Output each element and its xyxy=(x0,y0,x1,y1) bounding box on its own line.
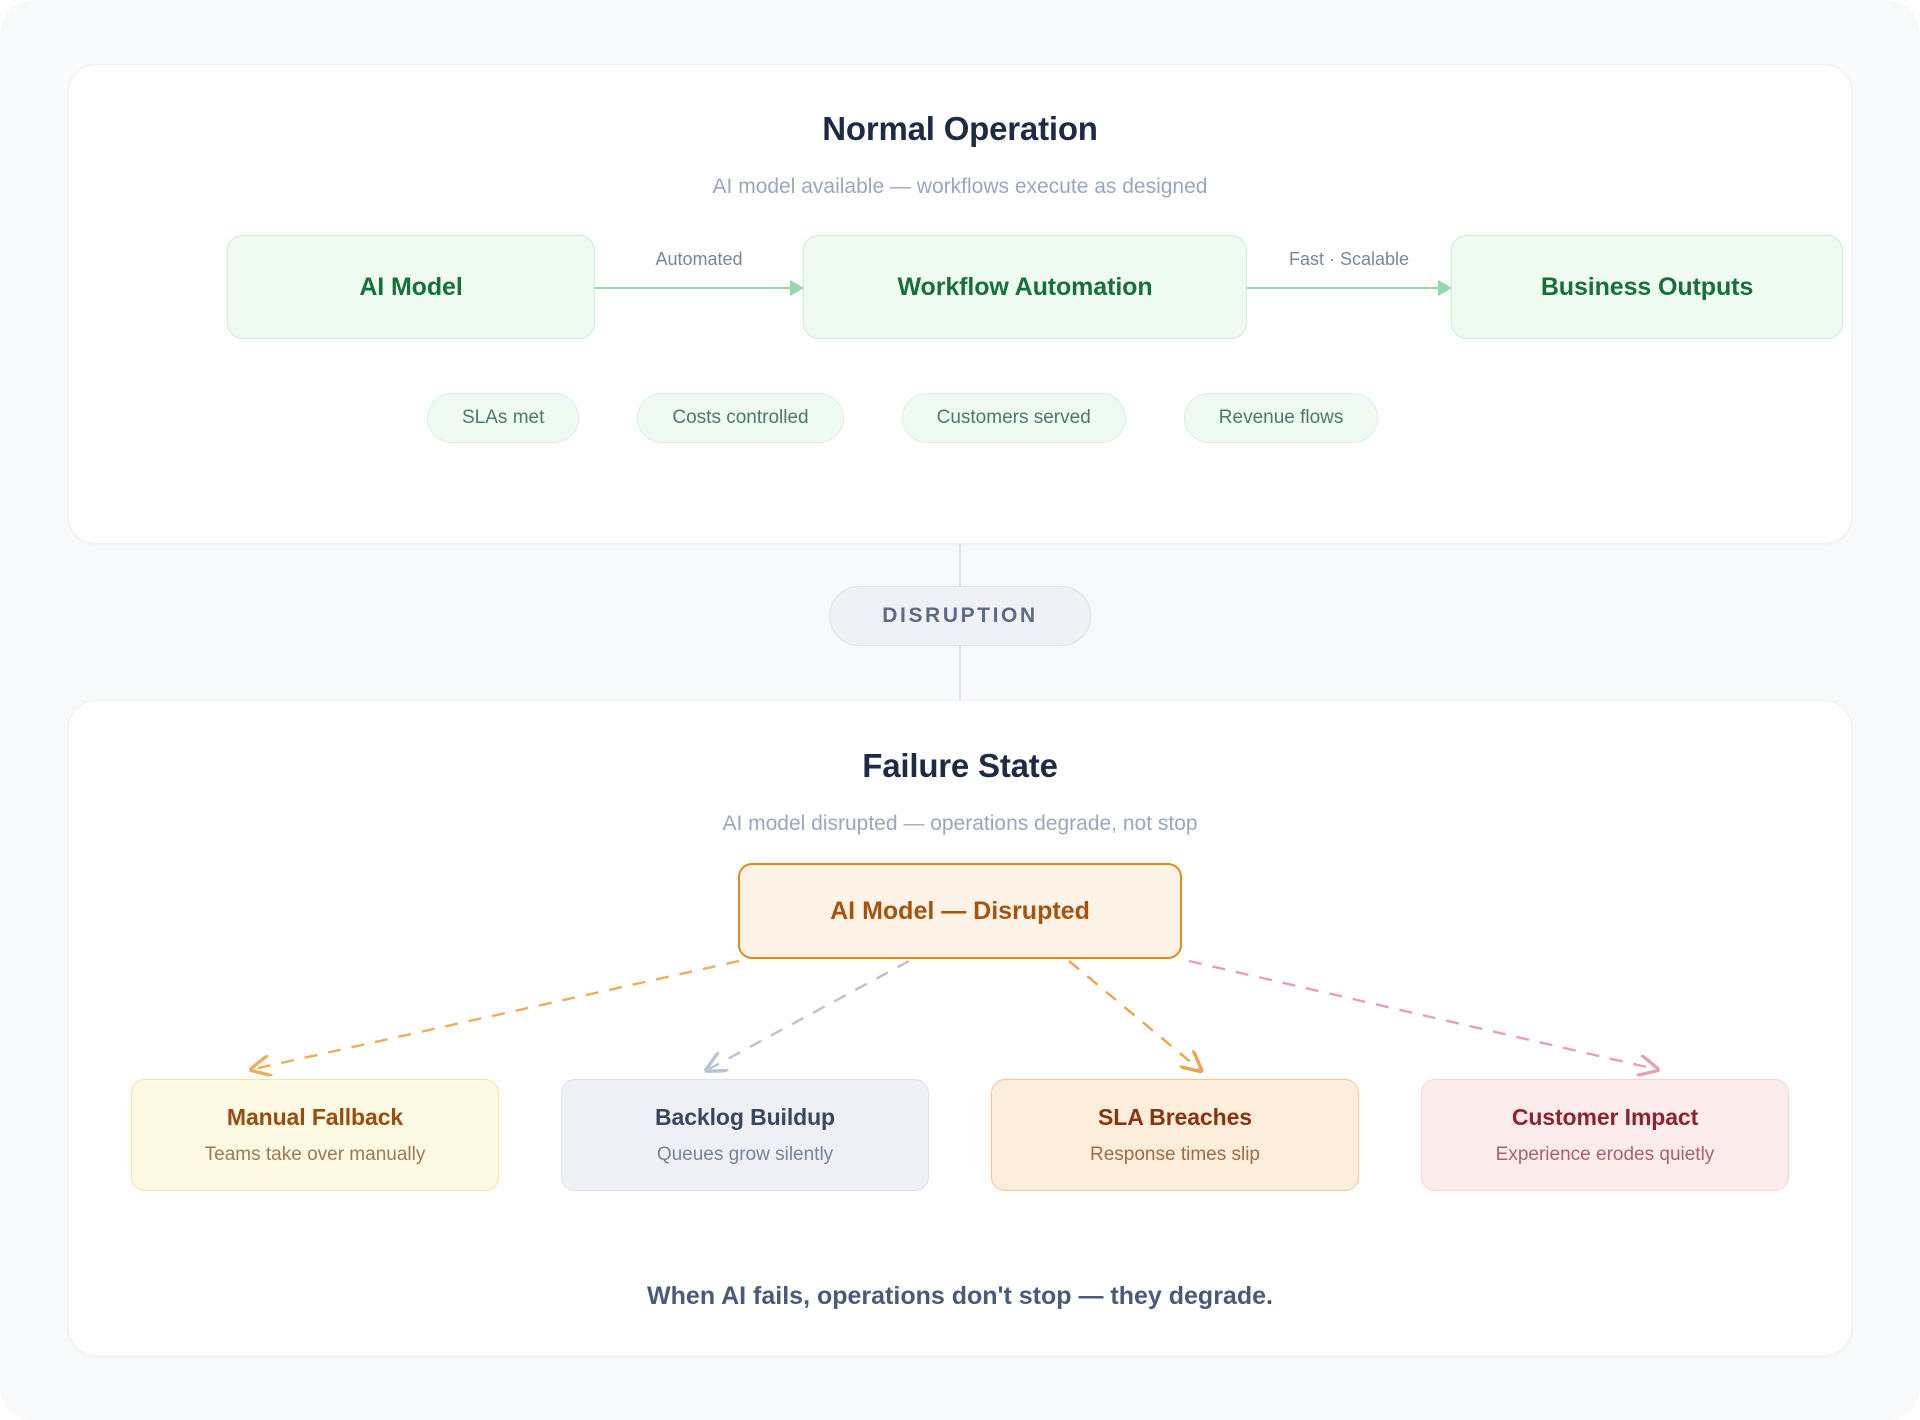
disruption-divider: DISRUPTION xyxy=(0,544,1920,700)
arrow-head-icon xyxy=(1438,280,1452,296)
outcome-chip: Revenue flows xyxy=(1183,393,1379,443)
fan-line-backlog-buildup xyxy=(709,959,910,1069)
fan-line-manual-fallback xyxy=(254,959,740,1069)
failure-fan-connectors xyxy=(69,959,1853,1079)
failure-card-backlog-buildup[interactable]: Backlog Buildup Queues grow silently xyxy=(561,1079,929,1191)
failure-state-panel: Failure State AI model disrupted — opera… xyxy=(68,700,1852,1356)
disruption-badge: DISRUPTION xyxy=(829,586,1091,646)
arrow-line xyxy=(595,287,803,289)
normal-flow-row: AI Model Automated Workflow Automation F… xyxy=(159,235,1843,339)
flow-node-label: Workflow Automation xyxy=(897,272,1153,301)
flow-connector-label: Fast · Scalable xyxy=(1288,249,1410,269)
failure-state-subtitle: AI model disrupted — operations degrade,… xyxy=(722,812,1198,836)
failure-outcome-cards: Manual Fallback Teams take over manually… xyxy=(131,1079,1789,1191)
failure-card-title: SLA Breaches xyxy=(1098,1104,1252,1130)
outcome-chip: Costs controlled xyxy=(637,393,844,443)
fan-line-sla-breaches xyxy=(1068,960,1199,1069)
flow-connector-label: Automated xyxy=(655,249,743,269)
flow-connector-fast-scalable: Fast · Scalable xyxy=(1247,249,1452,296)
failure-card-title: Backlog Buildup xyxy=(655,1104,835,1130)
outcome-chip-list: SLAs met Costs controlled Customers serv… xyxy=(159,393,1761,443)
fan-line-customer-impact xyxy=(1188,959,1655,1069)
disruption-badge-label: DISRUPTION xyxy=(882,604,1038,627)
failure-card-sla-breaches[interactable]: SLA Breaches Response times slip xyxy=(991,1079,1359,1191)
outcome-chip: Customers served xyxy=(901,393,1126,443)
flow-node-workflow-automation[interactable]: Workflow Automation xyxy=(803,235,1247,339)
failure-card-subtitle: Queues grow silently xyxy=(656,1144,834,1165)
flow-node-ai-model[interactable]: AI Model xyxy=(227,235,595,339)
failure-card-title: Manual Fallback xyxy=(226,1104,404,1130)
failure-root-label: AI Model — Disrupted xyxy=(830,896,1090,925)
failure-card-subtitle: Teams take over manually xyxy=(204,1144,426,1165)
flow-node-label: AI Model xyxy=(359,272,463,301)
arrow-head-icon xyxy=(790,280,804,296)
flow-node-business-outputs[interactable]: Business Outputs xyxy=(1451,235,1843,339)
failure-state-title: Failure State xyxy=(862,747,1058,784)
arrow-line xyxy=(1247,287,1451,289)
normal-operation-panel: Normal Operation AI model available — wo… xyxy=(68,64,1852,544)
flow-connector-automated: Automated xyxy=(595,249,804,296)
failure-footnote: When AI fails, operations don't stop — t… xyxy=(647,1282,1273,1310)
failure-card-customer-impact[interactable]: Customer Impact Experience erodes quietl… xyxy=(1421,1079,1789,1191)
outcome-chip: SLAs met xyxy=(427,393,580,443)
flow-node-label: Business Outputs xyxy=(1540,272,1754,301)
failure-card-subtitle: Experience erodes quietly xyxy=(1495,1144,1715,1165)
normal-operation-subtitle: AI model available — workflows execute a… xyxy=(712,175,1208,199)
failure-card-manual-fallback[interactable]: Manual Fallback Teams take over manually xyxy=(131,1079,499,1191)
failure-card-title: Customer Impact xyxy=(1511,1104,1699,1130)
normal-operation-title: Normal Operation xyxy=(822,110,1098,147)
failure-root-node[interactable]: AI Model — Disrupted xyxy=(738,863,1182,959)
failure-card-subtitle: Response times slip xyxy=(1089,1144,1261,1165)
